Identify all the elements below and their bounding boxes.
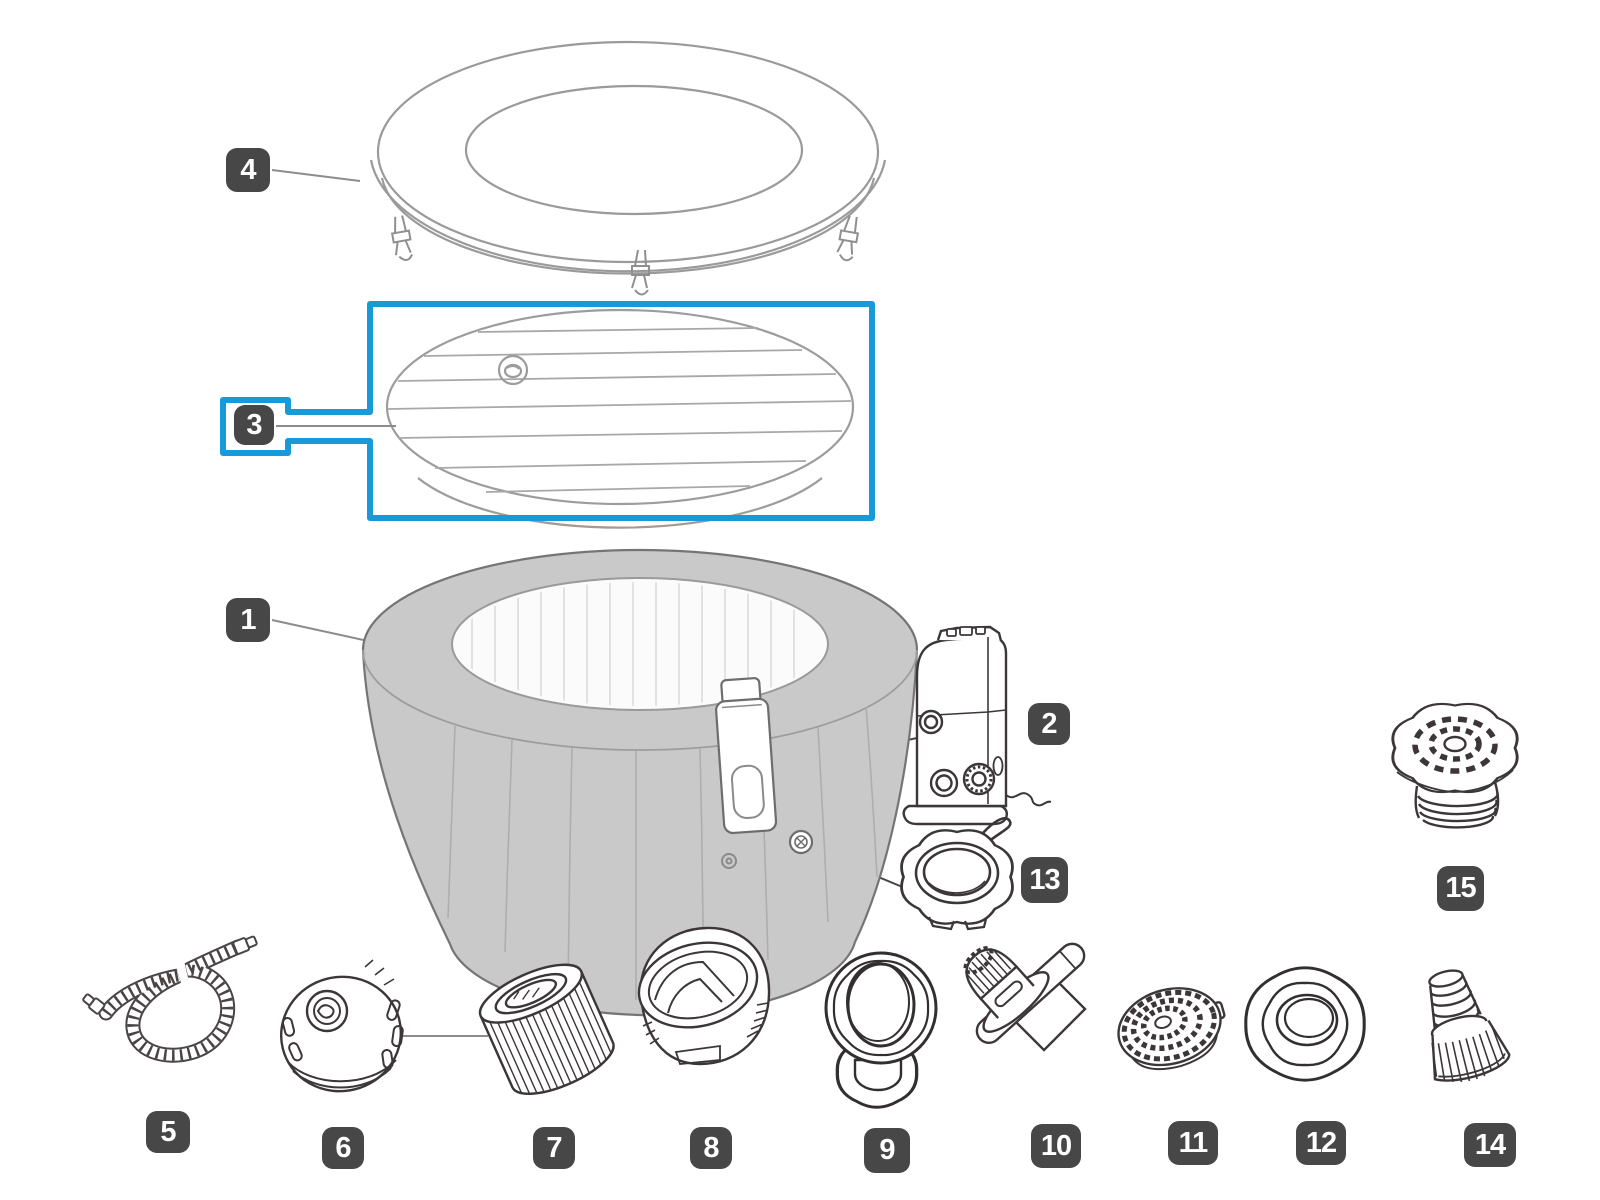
cover-strap-clip-icon <box>390 215 860 296</box>
pump-port-lower-icon <box>929 768 959 798</box>
debris-screen-cap-drawing <box>1391 702 1519 829</box>
pump-power-cord <box>1005 792 1052 807</box>
housing-rim-slots <box>281 999 404 1069</box>
part-badge-4[interactable]: 4 <box>226 148 270 192</box>
part-badge-9[interactable]: 9 <box>864 1128 910 1173</box>
part-badge-8[interactable]: 8 <box>690 1127 732 1169</box>
part-badge-14[interactable]: 14 <box>1464 1123 1516 1167</box>
part-badge-13[interactable]: 13 <box>1021 857 1068 903</box>
part-badge-2[interactable]: 2 <box>1028 703 1070 745</box>
part-badge-1[interactable]: 1 <box>226 598 270 642</box>
lid-seam-lines <box>387 327 852 493</box>
valve-knob-drawing <box>1244 966 1366 1082</box>
hose-end-right <box>232 935 258 955</box>
housing-knob-icon <box>305 989 349 1033</box>
part-badge-6[interactable]: 6 <box>322 1127 364 1169</box>
pump-unit-drawing <box>902 625 1052 826</box>
part-badge-7[interactable]: 7 <box>533 1127 575 1169</box>
hose-end-left <box>82 993 106 1015</box>
part-badge-5[interactable]: 5 <box>146 1111 190 1153</box>
strainer-cover-drawing <box>1117 987 1226 1071</box>
ring-strap <box>982 817 1012 844</box>
part-badge-10[interactable]: 10 <box>1031 1124 1081 1168</box>
part-badge-12[interactable]: 12 <box>1296 1121 1346 1165</box>
lid-valve-icon <box>497 354 529 386</box>
tub-valve-port-icon <box>788 829 814 855</box>
drain-valve-adaptor-drawing <box>1428 969 1511 1083</box>
cap-ribs <box>642 1002 769 1045</box>
jet-valve-connector-drawing <box>963 942 1087 1052</box>
part-3-highlight-box <box>220 301 875 521</box>
filter-housing-drawing <box>279 959 404 1093</box>
filter-cartridge-drawing <box>478 963 615 1095</box>
spa-cover-drawing <box>369 40 887 296</box>
inflatable-lid-drawing <box>385 308 855 529</box>
pump-port-upper-icon <box>918 709 944 735</box>
pump-port-serrated-icon <box>962 762 996 796</box>
filter-housing-cap-drawing <box>637 926 771 1066</box>
chemical-dispenser-drawing <box>824 951 938 1109</box>
cartridge-pleats <box>489 981 612 1095</box>
part-badge-11[interactable]: 11 <box>1168 1121 1218 1165</box>
tub-hose-flap <box>715 677 778 835</box>
part-badge-3[interactable]: 3 <box>234 405 274 445</box>
coupling-ring-drawing <box>900 817 1014 931</box>
inflation-hose-drawing <box>82 935 258 1063</box>
part-badge-15[interactable]: 15 <box>1437 866 1484 911</box>
tub-small-port-icon <box>721 853 737 869</box>
spa-tub-drawing <box>361 548 919 1017</box>
pump-control-buttons <box>946 626 986 637</box>
